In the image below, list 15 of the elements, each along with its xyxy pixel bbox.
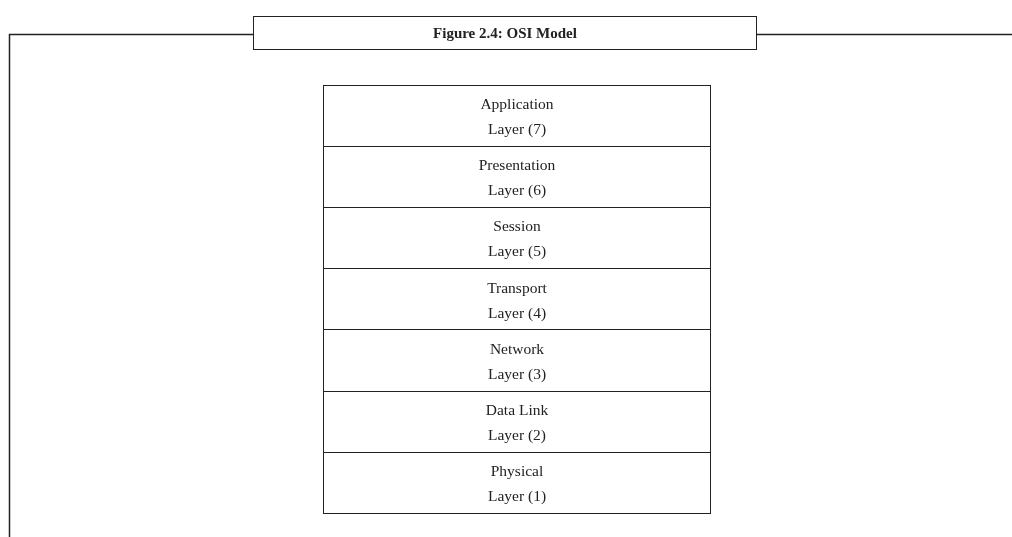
layer-box xyxy=(323,390,711,454)
layer-box xyxy=(323,451,711,515)
figure-title: Figure 2.4: OSI Model xyxy=(433,24,577,42)
layer-label: Application Layer (7) xyxy=(480,94,554,140)
layer-box xyxy=(323,329,711,392)
layer-label: Transport Layer (4) xyxy=(487,277,547,323)
layer-label: Presentation Layer (6) xyxy=(478,155,556,201)
layer-label: Physical Layer (1) xyxy=(487,460,547,506)
layer-box xyxy=(323,146,711,209)
layer-box xyxy=(323,85,711,148)
layer-box xyxy=(323,268,711,331)
layer-label: Session Layer (5) xyxy=(487,216,547,262)
layer-box xyxy=(323,207,711,270)
layer-label: Network Layer (3) xyxy=(487,338,547,384)
layer-label: Data Link Layer (2) xyxy=(485,399,549,445)
